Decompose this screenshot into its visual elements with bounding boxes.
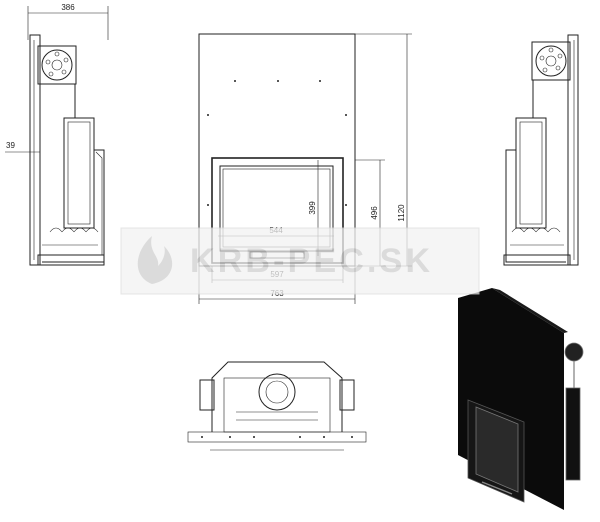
left-fan-wheel	[37, 45, 77, 85]
dim-total-height: 1120	[397, 204, 406, 222]
render-side-box	[565, 387, 581, 481]
top-view	[187, 361, 367, 451]
dim-glass-height: 399	[308, 201, 317, 215]
left-side-view: 386 39	[5, 3, 109, 266]
flame-icon	[137, 236, 173, 284]
dim-frame-height: 496	[370, 206, 379, 220]
insert-3d-render	[458, 288, 584, 510]
flue-outlet	[258, 373, 296, 411]
dim-side-offset: 39	[6, 141, 15, 150]
right-fan-wheel	[531, 41, 571, 81]
render-glass	[475, 406, 519, 493]
watermark-text: KRB-PEC.SK	[190, 242, 430, 280]
watermark: KRB-PEC.SK	[120, 227, 480, 295]
right-side-view	[503, 34, 579, 266]
dim-side-depth: 386	[61, 3, 75, 12]
render-fan	[564, 342, 584, 362]
